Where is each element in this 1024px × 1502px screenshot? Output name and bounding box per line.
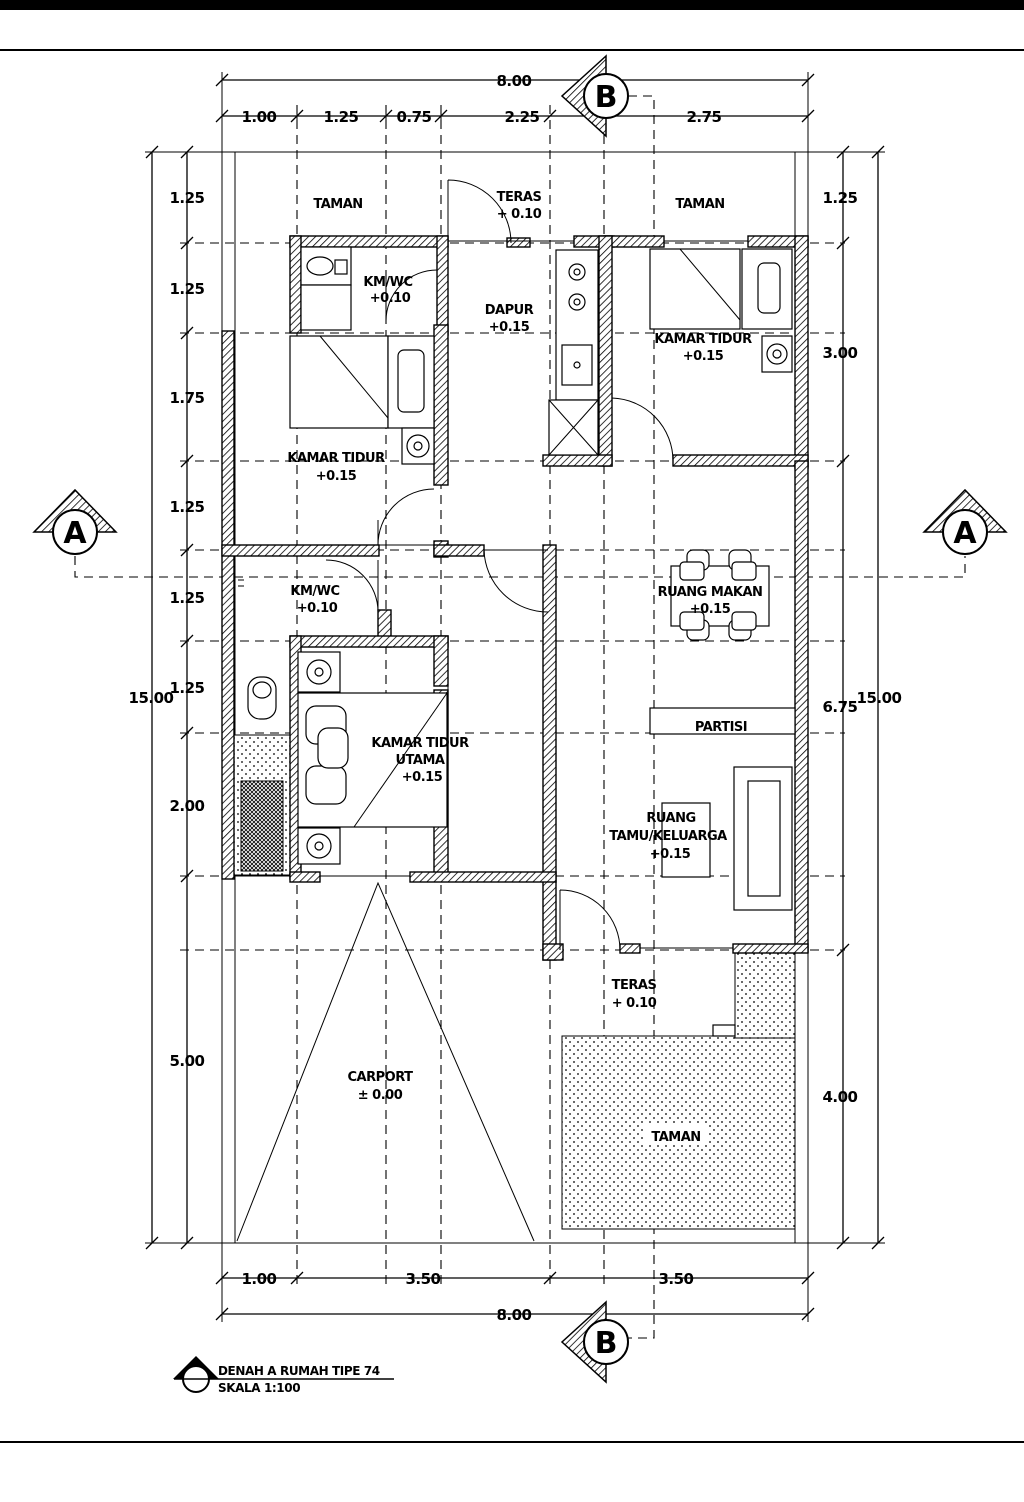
section-label-a-left: A	[63, 516, 87, 551]
garden-wc-dense	[240, 780, 284, 872]
section-marker-a-right	[922, 488, 1008, 555]
section-marker-b-top	[560, 54, 629, 138]
dim-left-6: 1.25	[169, 679, 204, 697]
room-taman-top-right: TAMAN	[675, 197, 724, 212]
room-teras-bottom-level: + 0.10	[612, 996, 657, 1011]
dim-left-8: 5.00	[169, 1052, 204, 1070]
title-symbol	[173, 1356, 394, 1393]
dim-left-7: 2.00	[169, 797, 204, 815]
room-ruang-tamu-line1: RUANG	[646, 811, 695, 826]
walls	[221, 235, 809, 961]
top-black-bar	[0, 0, 1024, 10]
scale-text: SKALA 1:100	[218, 1381, 300, 1395]
room-teras-top-level: + 0.10	[497, 207, 542, 222]
dim-right-total: 15.00	[857, 689, 902, 707]
room-kamar-tidur-left: KAMAR TIDUR	[287, 451, 385, 466]
room-kmwc-top-level: +0.10	[370, 291, 411, 306]
title-text: DENAH A RUMAH TIPE 74	[218, 1364, 380, 1378]
room-carport-level: ± 0.00	[358, 1088, 403, 1103]
section-label-b-bottom: B	[595, 1326, 618, 1361]
section-marker-b-bottom	[560, 1300, 629, 1384]
dim-top-4: 2.25	[504, 108, 539, 126]
dimension-labels: 8.00 1.00 1.25 0.75 2.25 2.75 1.00 3.50 …	[129, 72, 903, 1324]
dim-right-3: 6.75	[822, 698, 857, 716]
room-kamar-utama-level: +0.15	[402, 770, 443, 785]
dim-top-2: 1.25	[323, 108, 358, 126]
garden-side-pattern	[734, 951, 796, 1039]
room-ruang-tamu-level: +0.15	[650, 847, 691, 862]
dimension-bottom	[215, 1240, 815, 1322]
room-kmwc-mid-level: +0.10	[297, 601, 338, 616]
room-partisi: PARTISI	[695, 720, 747, 735]
section-marker-a-left	[32, 488, 118, 555]
room-carport: CARPORT	[348, 1070, 414, 1085]
room-teras-top: TERAS	[497, 190, 542, 205]
room-kamar-tidur-left-level: +0.15	[316, 469, 357, 484]
room-kamar-tidur-right-level: +0.15	[683, 349, 724, 364]
dim-left-4: 1.25	[169, 498, 204, 516]
dim-left-1: 1.25	[169, 189, 204, 207]
dimension-top	[215, 72, 815, 160]
room-kamar-utama-line1: KAMAR TIDUR	[371, 736, 469, 751]
dim-bottom-total: 8.00	[496, 1306, 531, 1324]
room-taman-bottom: TAMAN	[651, 1130, 700, 1145]
dim-bottom-2: 3.50	[405, 1270, 440, 1288]
room-kmwc-mid: KM/WC	[290, 584, 339, 599]
room-ruang-makan-level: +0.15	[690, 602, 731, 617]
room-kamar-utama-line2: UTAMA	[396, 753, 445, 768]
room-kamar-tidur-right: KAMAR TIDUR	[654, 332, 752, 347]
section-line-a	[74, 556, 966, 578]
dim-left-2: 1.25	[169, 280, 204, 298]
room-teras-bottom: TERAS	[612, 978, 657, 993]
dim-left-total: 15.00	[129, 689, 174, 707]
section-label-b-top: B	[595, 80, 618, 115]
dim-right-4: 4.00	[822, 1088, 857, 1106]
dim-bottom-1: 1.00	[241, 1270, 276, 1288]
dim-top-total: 8.00	[496, 72, 531, 90]
room-taman-top-left: TAMAN	[313, 197, 362, 212]
doors	[325, 179, 674, 951]
dim-top-3: 0.75	[396, 108, 431, 126]
room-ruang-makan: RUANG MAKAN	[658, 585, 763, 600]
room-kmwc-top: KM/WC	[363, 275, 412, 290]
fixtures	[236, 246, 796, 1242]
dim-left-3: 1.75	[169, 389, 204, 407]
dim-top-1: 1.00	[241, 108, 276, 126]
dimension-left	[145, 145, 232, 1250]
section-label-a-right: A	[953, 516, 977, 551]
dim-right-2: 3.00	[822, 344, 857, 362]
room-dapur-level: +0.15	[489, 320, 530, 335]
room-labels: TAMAN TERAS + 0.10 TAMAN KM/WC +0.10 DAP…	[287, 190, 763, 1145]
dim-left-5: 1.25	[169, 589, 204, 607]
dim-top-5: 2.75	[686, 108, 721, 126]
dim-bottom-3: 3.50	[658, 1270, 693, 1288]
dim-right-1: 1.25	[822, 189, 857, 207]
dimension-right	[800, 145, 885, 1250]
room-dapur: DAPUR	[485, 303, 534, 318]
room-ruang-tamu-line2: TAMU/KELUARGA	[609, 829, 727, 844]
